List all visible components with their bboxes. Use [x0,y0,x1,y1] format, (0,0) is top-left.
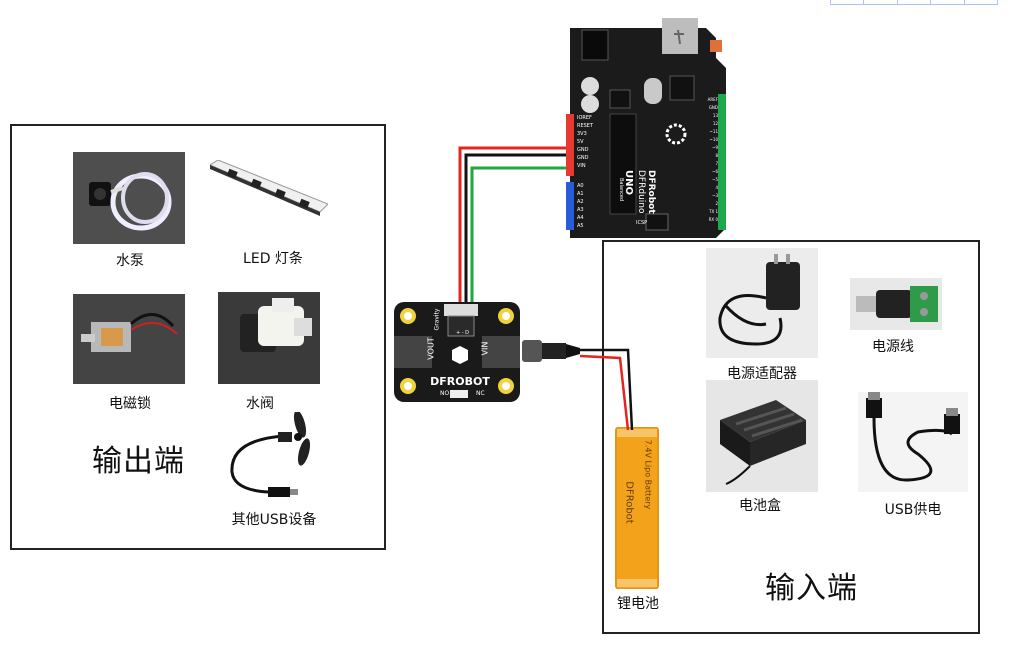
power-cable-image [850,278,942,330]
pin-ioref: IOREF [577,115,592,121]
module-barrel-connector [522,336,582,366]
pin-gnd-2: GND [577,155,589,161]
module-gravity-text: Gravity [433,308,441,331]
module-nc-text: NC [476,390,485,397]
output-panel [10,124,386,550]
arduino-digital-pins: AREF GND 13 12 ~11 ~10 ~9 8 7 ~6 ~5 4 ~3… [702,96,718,224]
power-module [392,300,522,408]
pin-a1: A1 [577,191,584,197]
pin-9: ~9 [712,145,718,150]
pin-gnd-d: GND [708,105,718,110]
pin-a2: A2 [577,199,584,205]
module-vin-text: VIN [480,341,490,356]
arduino-analog-pins: A0 A1 A2 A3 A4 A5 [577,182,597,230]
arduino-brand-text: DFRobot [646,170,656,214]
pin-5v: 5V [577,139,584,145]
pin-7: 7 [715,161,718,166]
power-cable-label: 电源线 [872,339,914,355]
power-adapter-label: 电源适配器 [727,366,797,382]
arduino-power-pins: IOREF RESET 3V3 5V GND GND VIN [577,114,607,170]
lipo-battery-label: 锂电池 [617,596,659,612]
pin-gnd-1: GND [577,147,589,153]
pin-vin: VIN [577,163,586,169]
pin-3: ~3 [712,193,718,198]
input-panel-title: 输入端 [765,571,858,606]
module-brand-text: DFROBOT [430,375,490,388]
arduino-name-text: DFRduino [636,170,646,214]
arduino-model-text: UNO [623,170,634,195]
usb-power-label: USB供电 [884,502,942,518]
table-fragment [830,0,998,5]
pin-3v3: 3V3 [577,131,587,137]
pin-rx0: RX 0 [708,217,718,222]
water-valve-label: 水阀 [246,396,274,412]
pin-a3: A3 [577,207,584,213]
module-no-text: NO [440,390,450,397]
pin-10: ~10 [709,137,718,142]
pin-2: 2 [715,201,718,206]
pin-11: ~11 [709,129,718,134]
pin-4: 4 [715,185,718,190]
lipo-battery [614,426,660,590]
module-pins-text: + - D [456,330,470,336]
water-valve-image [218,292,320,384]
battery-box-label: 电池盒 [739,498,781,514]
pin-13: 13 [712,113,718,118]
pin-8: 8 [715,153,718,158]
arduino-icsp-text: ICSP [636,220,648,226]
pump-image [73,152,185,244]
usb-power-image [858,392,968,492]
power-adapter-image [706,248,818,358]
output-panel-title: 输出端 [92,444,185,479]
pump-label: 水泵 [116,253,144,269]
usb-device-label: 其他USB设备 [231,512,317,528]
usb-device-image [224,410,324,502]
pin-6: ~6 [712,169,718,174]
pin-aref: AREF [707,97,718,102]
led-strip-label: LED 灯条 [243,251,303,267]
pin-a4: A4 [577,215,584,221]
pin-a0: A0 [577,183,584,189]
battery-box-image [706,380,818,492]
pin-tx1: TX 1 [709,209,718,214]
arduino-board [566,18,732,240]
solenoid-lock-label: 电磁锁 [109,396,151,412]
pin-a5: A5 [577,223,584,229]
solenoid-lock-image [73,294,185,384]
pin-reset: RESET [577,123,594,129]
arduino-sub-text: Balanced [618,178,624,202]
pin-5: ~5 [712,177,718,182]
module-vout-text: VOUT [426,337,436,360]
pin-12: 12 [712,121,718,126]
